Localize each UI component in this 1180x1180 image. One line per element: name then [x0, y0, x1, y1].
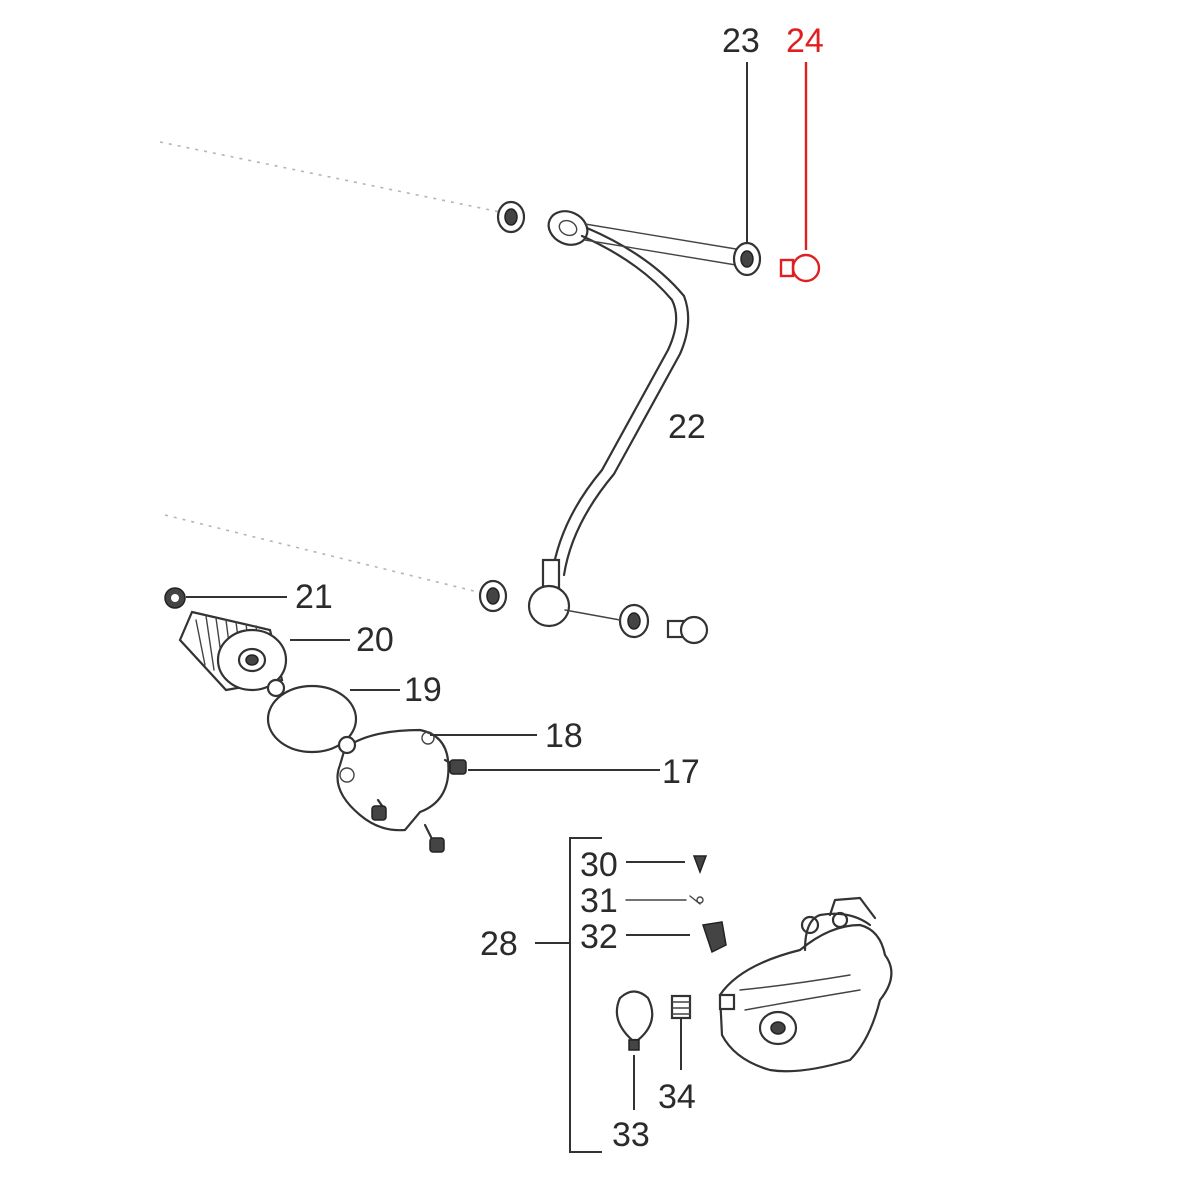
socket-34 — [670, 994, 692, 1070]
bolts-17 — [371, 758, 660, 853]
washer-31 — [625, 895, 704, 905]
label-31: 31 — [580, 882, 618, 920]
oil-pipe-tube — [550, 234, 678, 577]
oil-pipe-assembly — [496, 200, 743, 628]
label-34: 34 — [658, 1078, 696, 1116]
upper-banjo-fitting — [547, 210, 589, 246]
label-18: 18 — [545, 717, 583, 755]
label-22: 22 — [668, 408, 706, 446]
alignment-lines — [159, 141, 501, 596]
assembly-bracket-28 — [535, 837, 602, 1153]
label-21: 21 — [295, 578, 333, 616]
screw-30 — [626, 855, 708, 875]
label-19: 19 — [404, 671, 442, 709]
housing-body — [718, 896, 893, 1073]
lower-banjo-fitting — [527, 558, 571, 628]
o-ring-19 — [266, 678, 400, 754]
banjo-bolt-24 — [779, 62, 821, 283]
upper-left-washer — [496, 200, 526, 234]
label-32: 32 — [580, 918, 618, 956]
label-28: 28 — [480, 925, 518, 963]
nut-21 — [164, 587, 287, 609]
oil-filter-20 — [178, 610, 350, 692]
label-24: 24 — [786, 22, 824, 60]
label-20: 20 — [356, 621, 394, 659]
label-30: 30 — [580, 846, 618, 884]
filter-cover-18 — [336, 728, 537, 832]
washer-23 — [732, 62, 762, 277]
lower-washers-and-bolt — [478, 579, 709, 645]
label-17: 17 — [662, 753, 700, 791]
part-labels: 23 24 22 21 20 19 18 17 28 30 31 32 33 3… — [295, 22, 824, 1154]
label-23: 23 — [722, 22, 760, 60]
label-33: 33 — [612, 1116, 650, 1154]
clip-32 — [626, 921, 727, 954]
bulb-33 — [615, 990, 654, 1110]
